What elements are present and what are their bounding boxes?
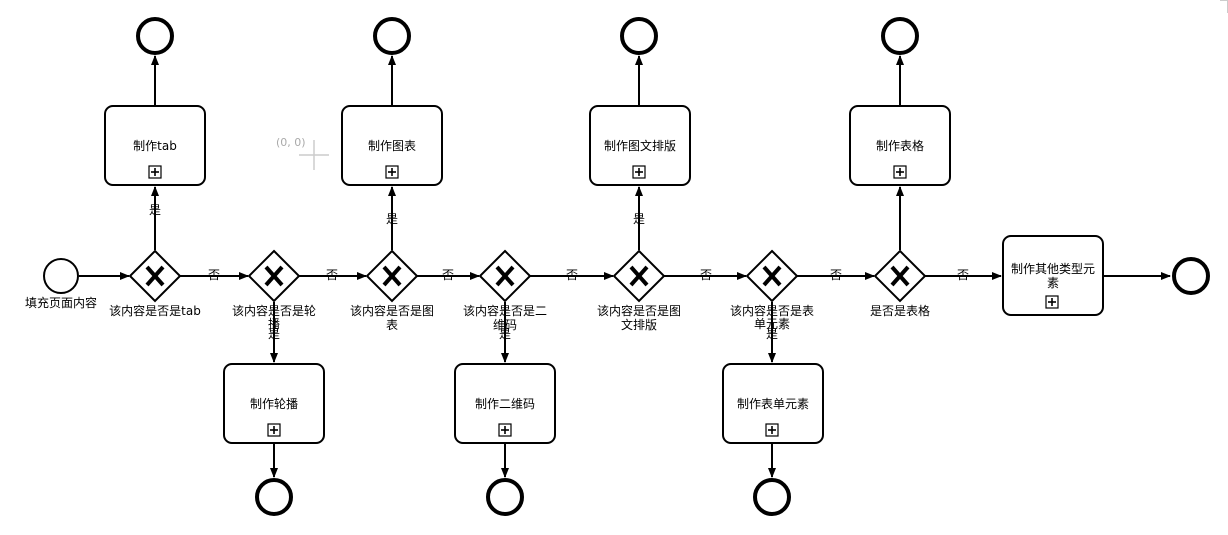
end-event[interactable] xyxy=(881,17,919,55)
end-event[interactable] xyxy=(486,478,524,516)
gateway-label: 该内容是否是图 xyxy=(350,303,434,318)
task-label: 制作二维码 xyxy=(475,397,535,411)
yes-label: 是 xyxy=(386,212,398,226)
gateway-label-line2: 表 xyxy=(386,318,398,332)
task-label: 制作图表 xyxy=(368,139,416,153)
end-events xyxy=(136,17,1210,516)
gateway[interactable]: 该内容是否是图 表 xyxy=(350,249,434,332)
end-event[interactable] xyxy=(136,17,174,55)
no-label: 否 xyxy=(957,268,969,282)
origin-marker: (0, 0) xyxy=(276,136,329,170)
gateway[interactable]: 该内容是否是轮 播 xyxy=(232,249,316,331)
task[interactable]: 制作轮播 xyxy=(223,363,325,444)
downward-flows xyxy=(270,302,776,478)
task[interactable]: 制作二维码 xyxy=(454,363,556,444)
gateway-label-line2: 播 xyxy=(268,317,280,331)
task-label-line2: 素 xyxy=(1047,276,1059,290)
gateway[interactable]: 是否是表格 xyxy=(870,249,930,318)
gateway[interactable]: 该内容是否是二 维码 xyxy=(463,249,547,332)
no-label: 否 xyxy=(208,268,220,282)
gateway-label-line2: 维码 xyxy=(493,318,517,332)
end-event[interactable] xyxy=(1172,257,1210,295)
task-label: 制作其他类型元 xyxy=(1011,262,1095,276)
gateway-label: 该内容是否是图 xyxy=(597,303,681,318)
no-label: 否 xyxy=(326,268,338,282)
yes-label: 是 xyxy=(149,203,161,217)
task-label: 制作图文排版 xyxy=(604,138,676,153)
gateway-label: 该内容是否是表 xyxy=(730,303,814,318)
gateway-label-line2: 单元素 xyxy=(754,317,790,331)
no-label: 否 xyxy=(830,268,842,282)
end-event[interactable] xyxy=(753,478,791,516)
gateway-label: 该内容是否是tab xyxy=(109,303,201,318)
task[interactable]: 制作表格 xyxy=(849,105,951,186)
yes-flow-labels: 是 是 是 是 是 是 xyxy=(149,203,778,341)
task-label: 制作表格 xyxy=(876,138,924,153)
no-label: 否 xyxy=(700,268,712,282)
yes-label: 是 xyxy=(766,327,778,341)
task[interactable]: 制作图表 xyxy=(341,105,443,186)
task[interactable]: 制作表单元素 xyxy=(722,363,824,444)
upward-flows xyxy=(151,55,904,250)
yes-label: 是 xyxy=(268,327,280,341)
task-other[interactable]: 制作其他类型元 素 xyxy=(1002,235,1104,316)
task-label: 制作轮播 xyxy=(250,397,298,411)
gateway-label: 该内容是否是轮 xyxy=(232,303,316,318)
task[interactable]: 制作tab xyxy=(104,105,206,186)
task-label: 制作tab xyxy=(133,139,177,153)
gateway[interactable]: 该内容是否是图 文排版 xyxy=(597,249,681,332)
no-flow-labels: 否 否 否 否 否 否 否 xyxy=(208,268,969,282)
gateway[interactable]: 该内容是否是表 单元素 xyxy=(730,249,814,331)
origin-label: (0, 0) xyxy=(276,136,306,149)
no-label: 否 xyxy=(566,268,578,282)
gateway[interactable]: 该内容是否是tab xyxy=(109,249,201,318)
start-event[interactable]: 填充页面内容 xyxy=(25,258,97,310)
yes-label: 是 xyxy=(633,212,645,226)
gateway-label: 是否是表格 xyxy=(870,303,930,318)
gateway-label: 该内容是否是二 xyxy=(463,303,547,318)
task-label: 制作表单元素 xyxy=(737,397,809,411)
no-label: 否 xyxy=(442,268,454,282)
task[interactable]: 制作图文排版 xyxy=(589,105,691,186)
end-event[interactable] xyxy=(373,17,411,55)
gateway-label-line2: 文排版 xyxy=(621,317,657,332)
end-event[interactable] xyxy=(255,478,293,516)
end-event[interactable] xyxy=(620,17,658,55)
yes-label: 是 xyxy=(499,327,511,341)
start-event-label: 填充页面内容 xyxy=(25,295,97,310)
